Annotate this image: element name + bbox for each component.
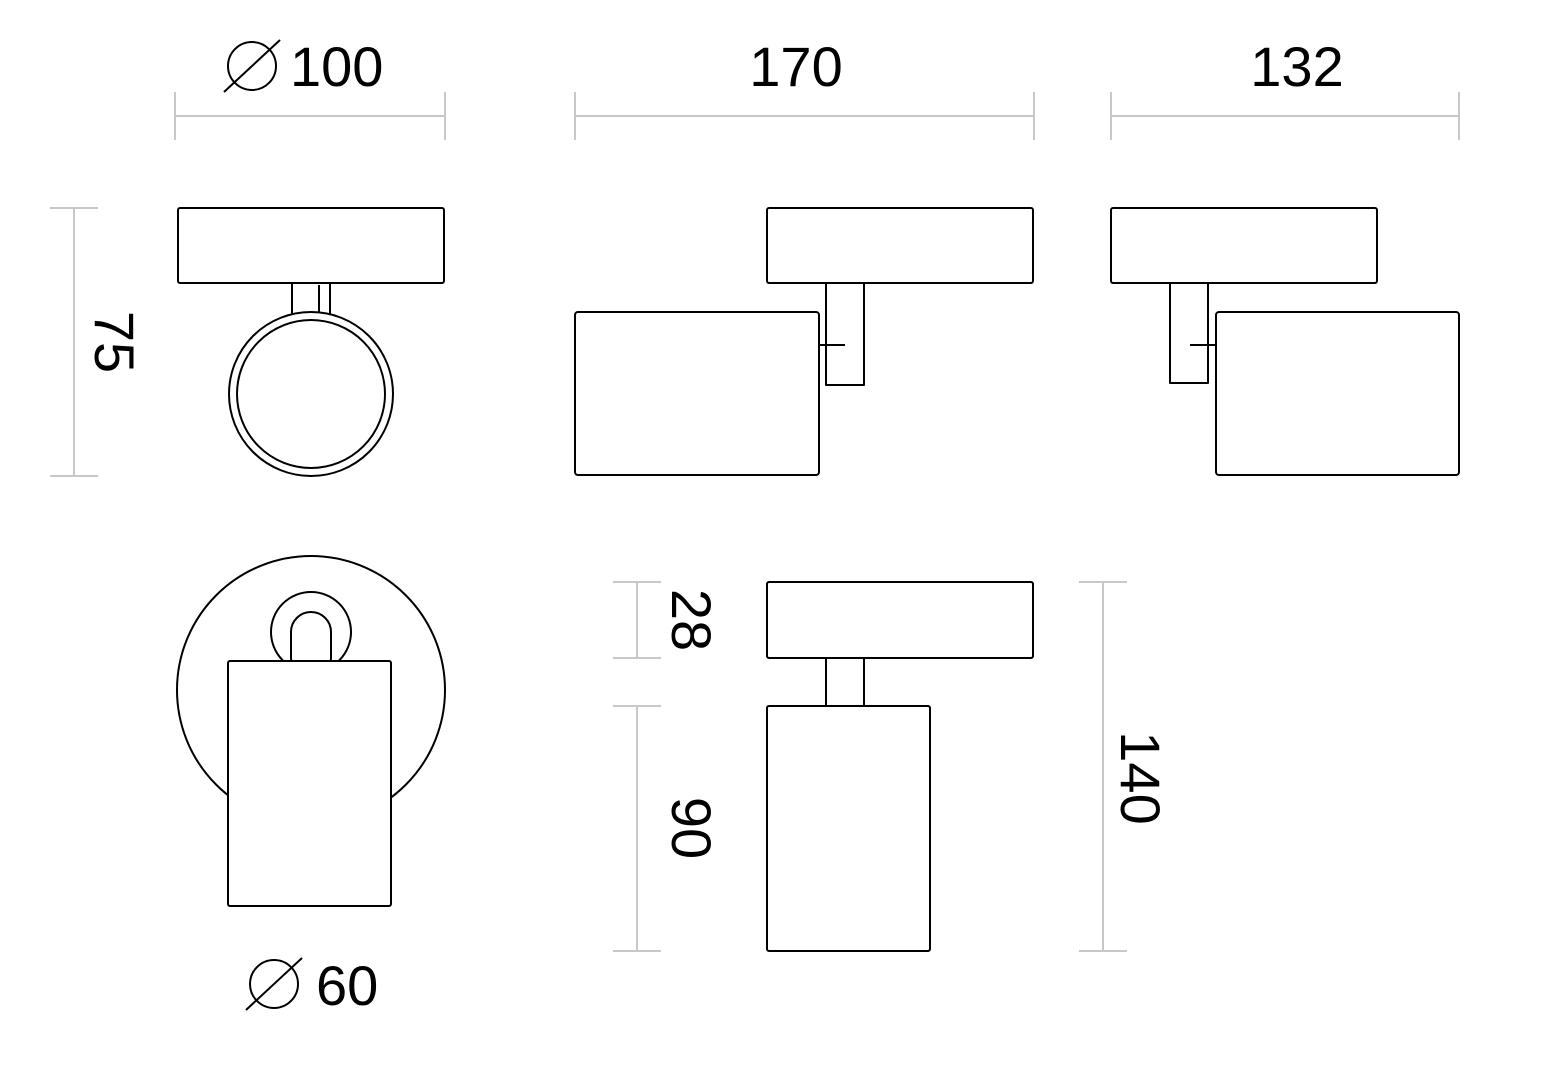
- diameter-symbol-top: [223, 39, 281, 93]
- dimension-label-132: 132: [1250, 35, 1343, 98]
- plan-view-head: [227, 660, 392, 907]
- dimension-label-90: 90: [660, 797, 723, 859]
- dimension-label-140: 140: [1109, 731, 1172, 824]
- side-view-base: [766, 207, 1034, 284]
- dimension-line-132: [1110, 92, 1460, 140]
- dimension-label-diameter-60: 60: [316, 954, 378, 1017]
- dimension-line-140: [1079, 581, 1127, 952]
- dimension-label-28: 28: [660, 589, 723, 651]
- rear-view-base: [1110, 207, 1378, 284]
- diameter-symbol-bottom: [245, 957, 303, 1011]
- vertical-view-base: [766, 581, 1034, 659]
- rear-view-arm: [1169, 282, 1209, 384]
- dimension-line-90: [613, 705, 661, 952]
- front-view: [177, 207, 445, 477]
- side-view-arm: [825, 282, 865, 386]
- front-view-base: [177, 207, 445, 284]
- dimension-label-170: 170: [749, 35, 842, 98]
- front-view-head-inner: [236, 319, 386, 469]
- dimension-line-75: [50, 207, 98, 477]
- dimension-line-diameter-100: [174, 92, 446, 140]
- vertical-view-stem: [825, 657, 865, 707]
- rear-view: [1110, 207, 1460, 476]
- vertical-view-head: [766, 705, 931, 952]
- side-view: [574, 207, 1034, 476]
- dimension-line-28: [613, 581, 661, 659]
- plan-view: [176, 555, 446, 907]
- side-view-head: [574, 311, 820, 476]
- dimension-label-diameter-100: 100: [290, 35, 383, 98]
- dimension-line-170: [574, 92, 1035, 140]
- vertical-view: [766, 581, 1034, 952]
- rear-view-head: [1215, 311, 1460, 476]
- dimension-label-75: 75: [83, 311, 146, 373]
